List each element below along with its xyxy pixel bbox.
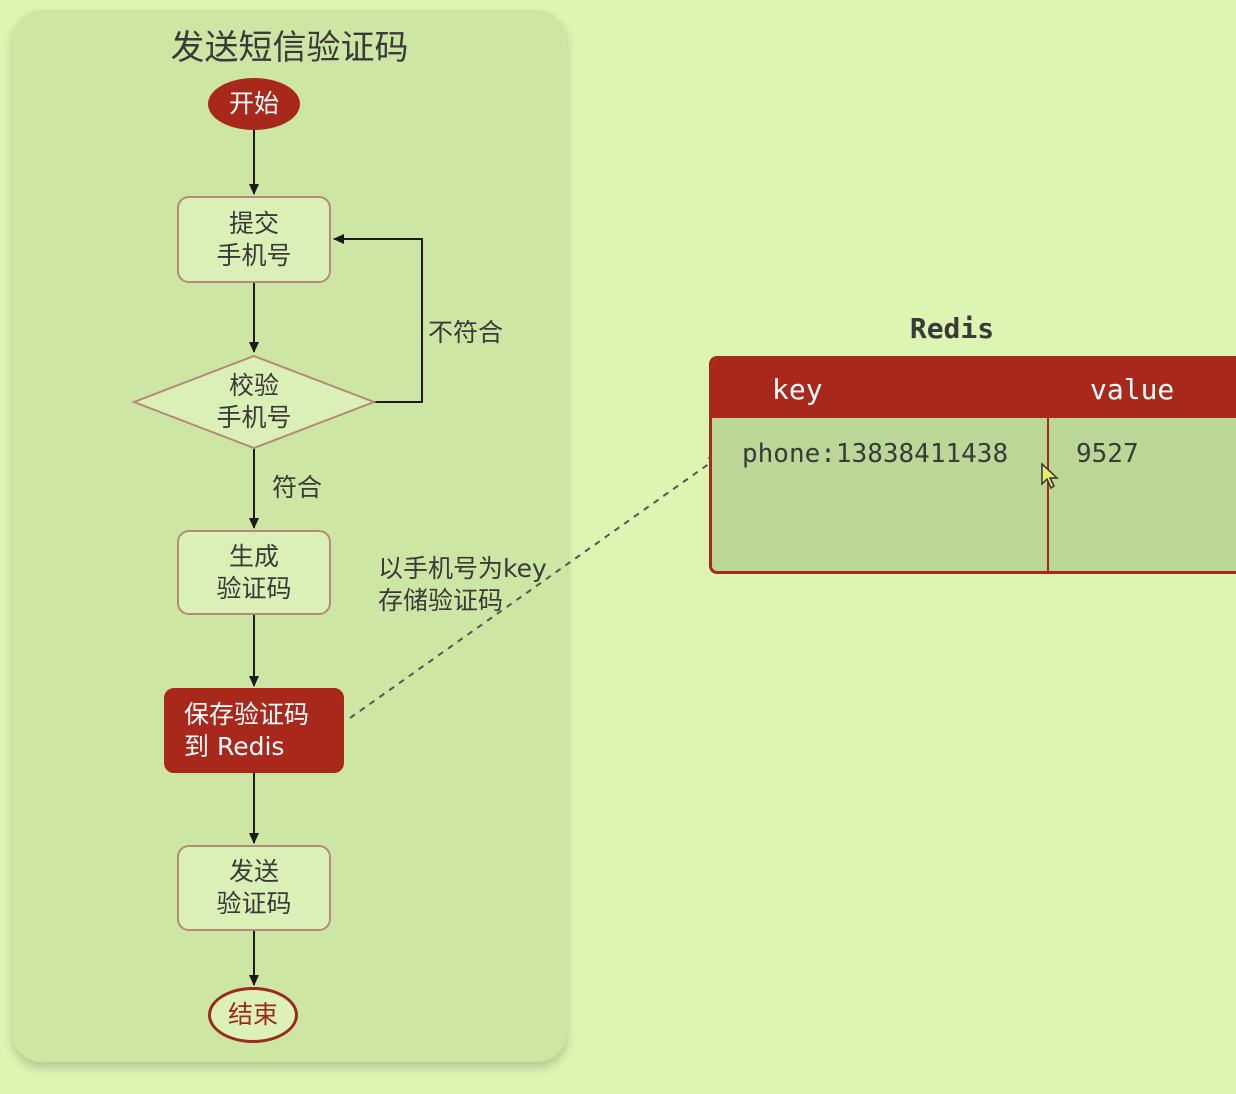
store-annotation: 以手机号为key 存储验证码	[378, 554, 547, 615]
arrow-not-match-loop	[333, 234, 423, 403]
send-code-node: 发送 验证码	[177, 845, 331, 931]
column-divider	[1047, 418, 1049, 571]
mouse-cursor-icon	[1041, 462, 1059, 490]
validate-diamond	[131, 354, 377, 450]
save-code-to-redis-node: 保存验证码 到 Redis	[164, 688, 344, 773]
redis-table-header: key value	[712, 359, 1236, 418]
end-node: 结束	[208, 987, 298, 1043]
header-key: key	[772, 373, 823, 406]
not-match-label: 不符合	[428, 318, 504, 347]
validate-phone-node: 校验 手机号	[216, 371, 292, 432]
header-value: value	[1090, 373, 1175, 406]
row-value-cell: 9527	[1076, 439, 1139, 469]
dashed-arrow-to-redis-key	[349, 454, 722, 719]
start-node: 开始	[208, 78, 300, 130]
redis-title: Redis	[909, 312, 995, 345]
submit-phone-node: 提交 手机号	[177, 196, 331, 283]
row-key-cell: phone:13838411438	[742, 439, 1009, 469]
match-label: 符合	[272, 473, 323, 502]
redis-table: key value phone:13838411438 9527	[709, 356, 1236, 574]
generate-code-node: 生成 验证码	[177, 530, 331, 615]
flowchart-title: 发送短信验证码	[170, 28, 409, 68]
